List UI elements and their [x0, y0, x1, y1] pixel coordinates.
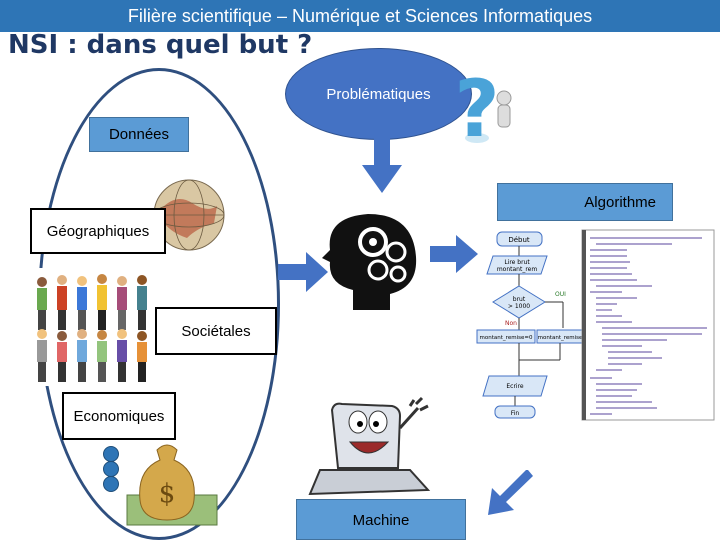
- svg-text:$: $: [159, 479, 176, 509]
- node-donnees: Données: [89, 117, 189, 152]
- flow-end: Fin: [511, 410, 520, 417]
- laptop-character-icon: [308, 396, 431, 496]
- money-bag-icon: $: [126, 444, 218, 526]
- node-label: Problématiques: [326, 85, 431, 103]
- node-machine: Machine: [296, 499, 466, 540]
- node-label: Sociétales: [181, 322, 251, 340]
- flow-yes: OUI: [555, 291, 566, 298]
- node-societales: Sociétales: [155, 307, 277, 355]
- node-problematiques: Problématiques: [285, 48, 472, 140]
- code-listing-icon: [581, 229, 715, 421]
- bullet-dot: [103, 461, 119, 477]
- flow-remise-2: montant_remise: [538, 335, 583, 341]
- flow-no: Non: [505, 320, 517, 327]
- arrow-right: [430, 235, 478, 273]
- node-label: Algorithme: [584, 193, 656, 211]
- flow-remise: montant_remise=0: [480, 335, 533, 341]
- flow-write: Ecrire: [506, 383, 524, 390]
- svg-text:?: ?: [454, 65, 499, 155]
- head-gears-icon: [322, 214, 417, 310]
- flow-cond-2: > 1000: [508, 303, 530, 310]
- node-label: Machine: [352, 512, 410, 529]
- flowchart-icon: Début Lire brut montant_rem brut > 1000 …: [476, 231, 584, 419]
- node-geographiques: Géographiques: [30, 208, 166, 254]
- flow-start: Début: [508, 236, 530, 244]
- arrow-right: [278, 252, 328, 292]
- arrow-down-left: [488, 470, 533, 515]
- node-label: Données: [108, 126, 170, 143]
- bullet-dot: [103, 446, 119, 462]
- header-bar: Filière scientifique – Numérique et Scie…: [0, 0, 720, 32]
- node-economiques: Economiques: [62, 392, 176, 440]
- people-icon: [30, 268, 155, 386]
- bullet-dot: [103, 476, 119, 492]
- page-title: NSI : dans quel but ?: [8, 30, 313, 60]
- globe-icon: [153, 179, 225, 251]
- arrow-down: [362, 135, 402, 193]
- node-label: Economiques: [73, 407, 165, 425]
- flow-read-2: montant_rem: [497, 266, 538, 273]
- node-algorithme: Algorithme: [497, 183, 673, 221]
- node-label: Géographiques: [46, 222, 150, 240]
- flow-read: Lire brut: [504, 259, 530, 266]
- question-mark-icon: ?: [454, 65, 512, 155]
- flow-cond: brut: [513, 296, 526, 303]
